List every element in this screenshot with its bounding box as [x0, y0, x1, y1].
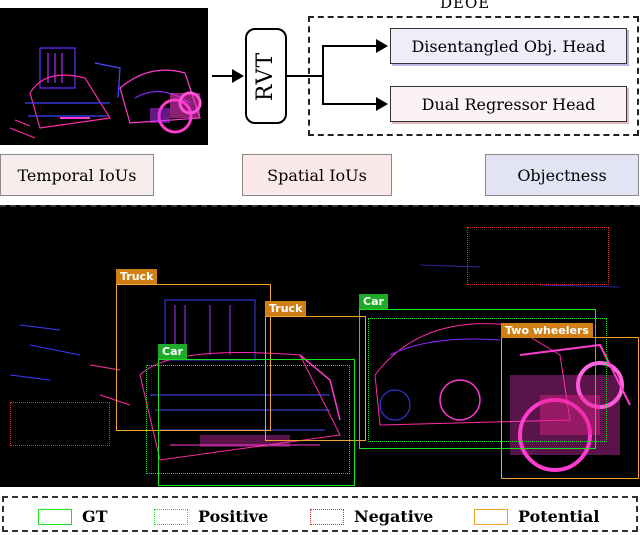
temporal-ious-box: Temporal IoUs: [0, 154, 154, 196]
legend-label-positive: Positive: [198, 507, 268, 526]
legend: GT Positive Negative Potential: [2, 496, 638, 532]
connector-head1: [322, 45, 377, 47]
negative-box: [10, 402, 110, 446]
objectness-box: Objectness: [485, 154, 639, 196]
negative-box: [467, 227, 609, 285]
arrow-head-rvt: [232, 69, 244, 83]
positive-box-car-1: [146, 365, 350, 474]
legend-label-negative: Negative: [354, 507, 433, 526]
rvt-label: RVT: [254, 51, 279, 100]
label-car-1: Car: [158, 344, 187, 359]
legend-item-positive: Positive: [154, 507, 268, 526]
positive-swatch-icon: [154, 509, 188, 525]
deoe-title: DEOE: [436, 0, 494, 12]
negative-swatch-icon: [310, 509, 344, 525]
event-thumbnail-image: [0, 8, 208, 145]
spatial-ious-box: Spatial IoUs: [242, 154, 392, 196]
connector-split: [322, 45, 324, 104]
label-car-2: Car: [359, 294, 388, 309]
arrow-to-rvt: [212, 75, 234, 77]
disentangled-obj-head: Disentangled Obj. Head: [390, 28, 627, 64]
label-two-wheelers: Two wheelers: [501, 323, 593, 338]
legend-label-potential: Potential: [518, 507, 599, 526]
legend-item-potential: Potential: [474, 507, 599, 526]
event-frame: Truck Truck Car Car Two wheelers: [0, 205, 640, 487]
connector-rvt-out: [287, 75, 323, 77]
label-truck-2: Truck: [265, 301, 306, 316]
potential-swatch-icon: [474, 509, 508, 525]
rvt-block: RVT: [245, 28, 287, 124]
arrow-head-2: [376, 97, 388, 111]
legend-item-negative: Negative: [310, 507, 433, 526]
potential-box-two-wheelers: [501, 337, 639, 479]
connector-head2: [322, 103, 377, 105]
legend-label-gt: GT: [82, 507, 108, 526]
legend-item-gt: GT: [38, 507, 108, 526]
label-truck-1: Truck: [116, 269, 157, 284]
dual-regressor-head: Dual Regressor Head: [390, 86, 627, 122]
gt-swatch-icon: [38, 509, 72, 525]
event-frame-thumbnail: [0, 8, 208, 145]
arrow-head-1: [376, 39, 388, 53]
